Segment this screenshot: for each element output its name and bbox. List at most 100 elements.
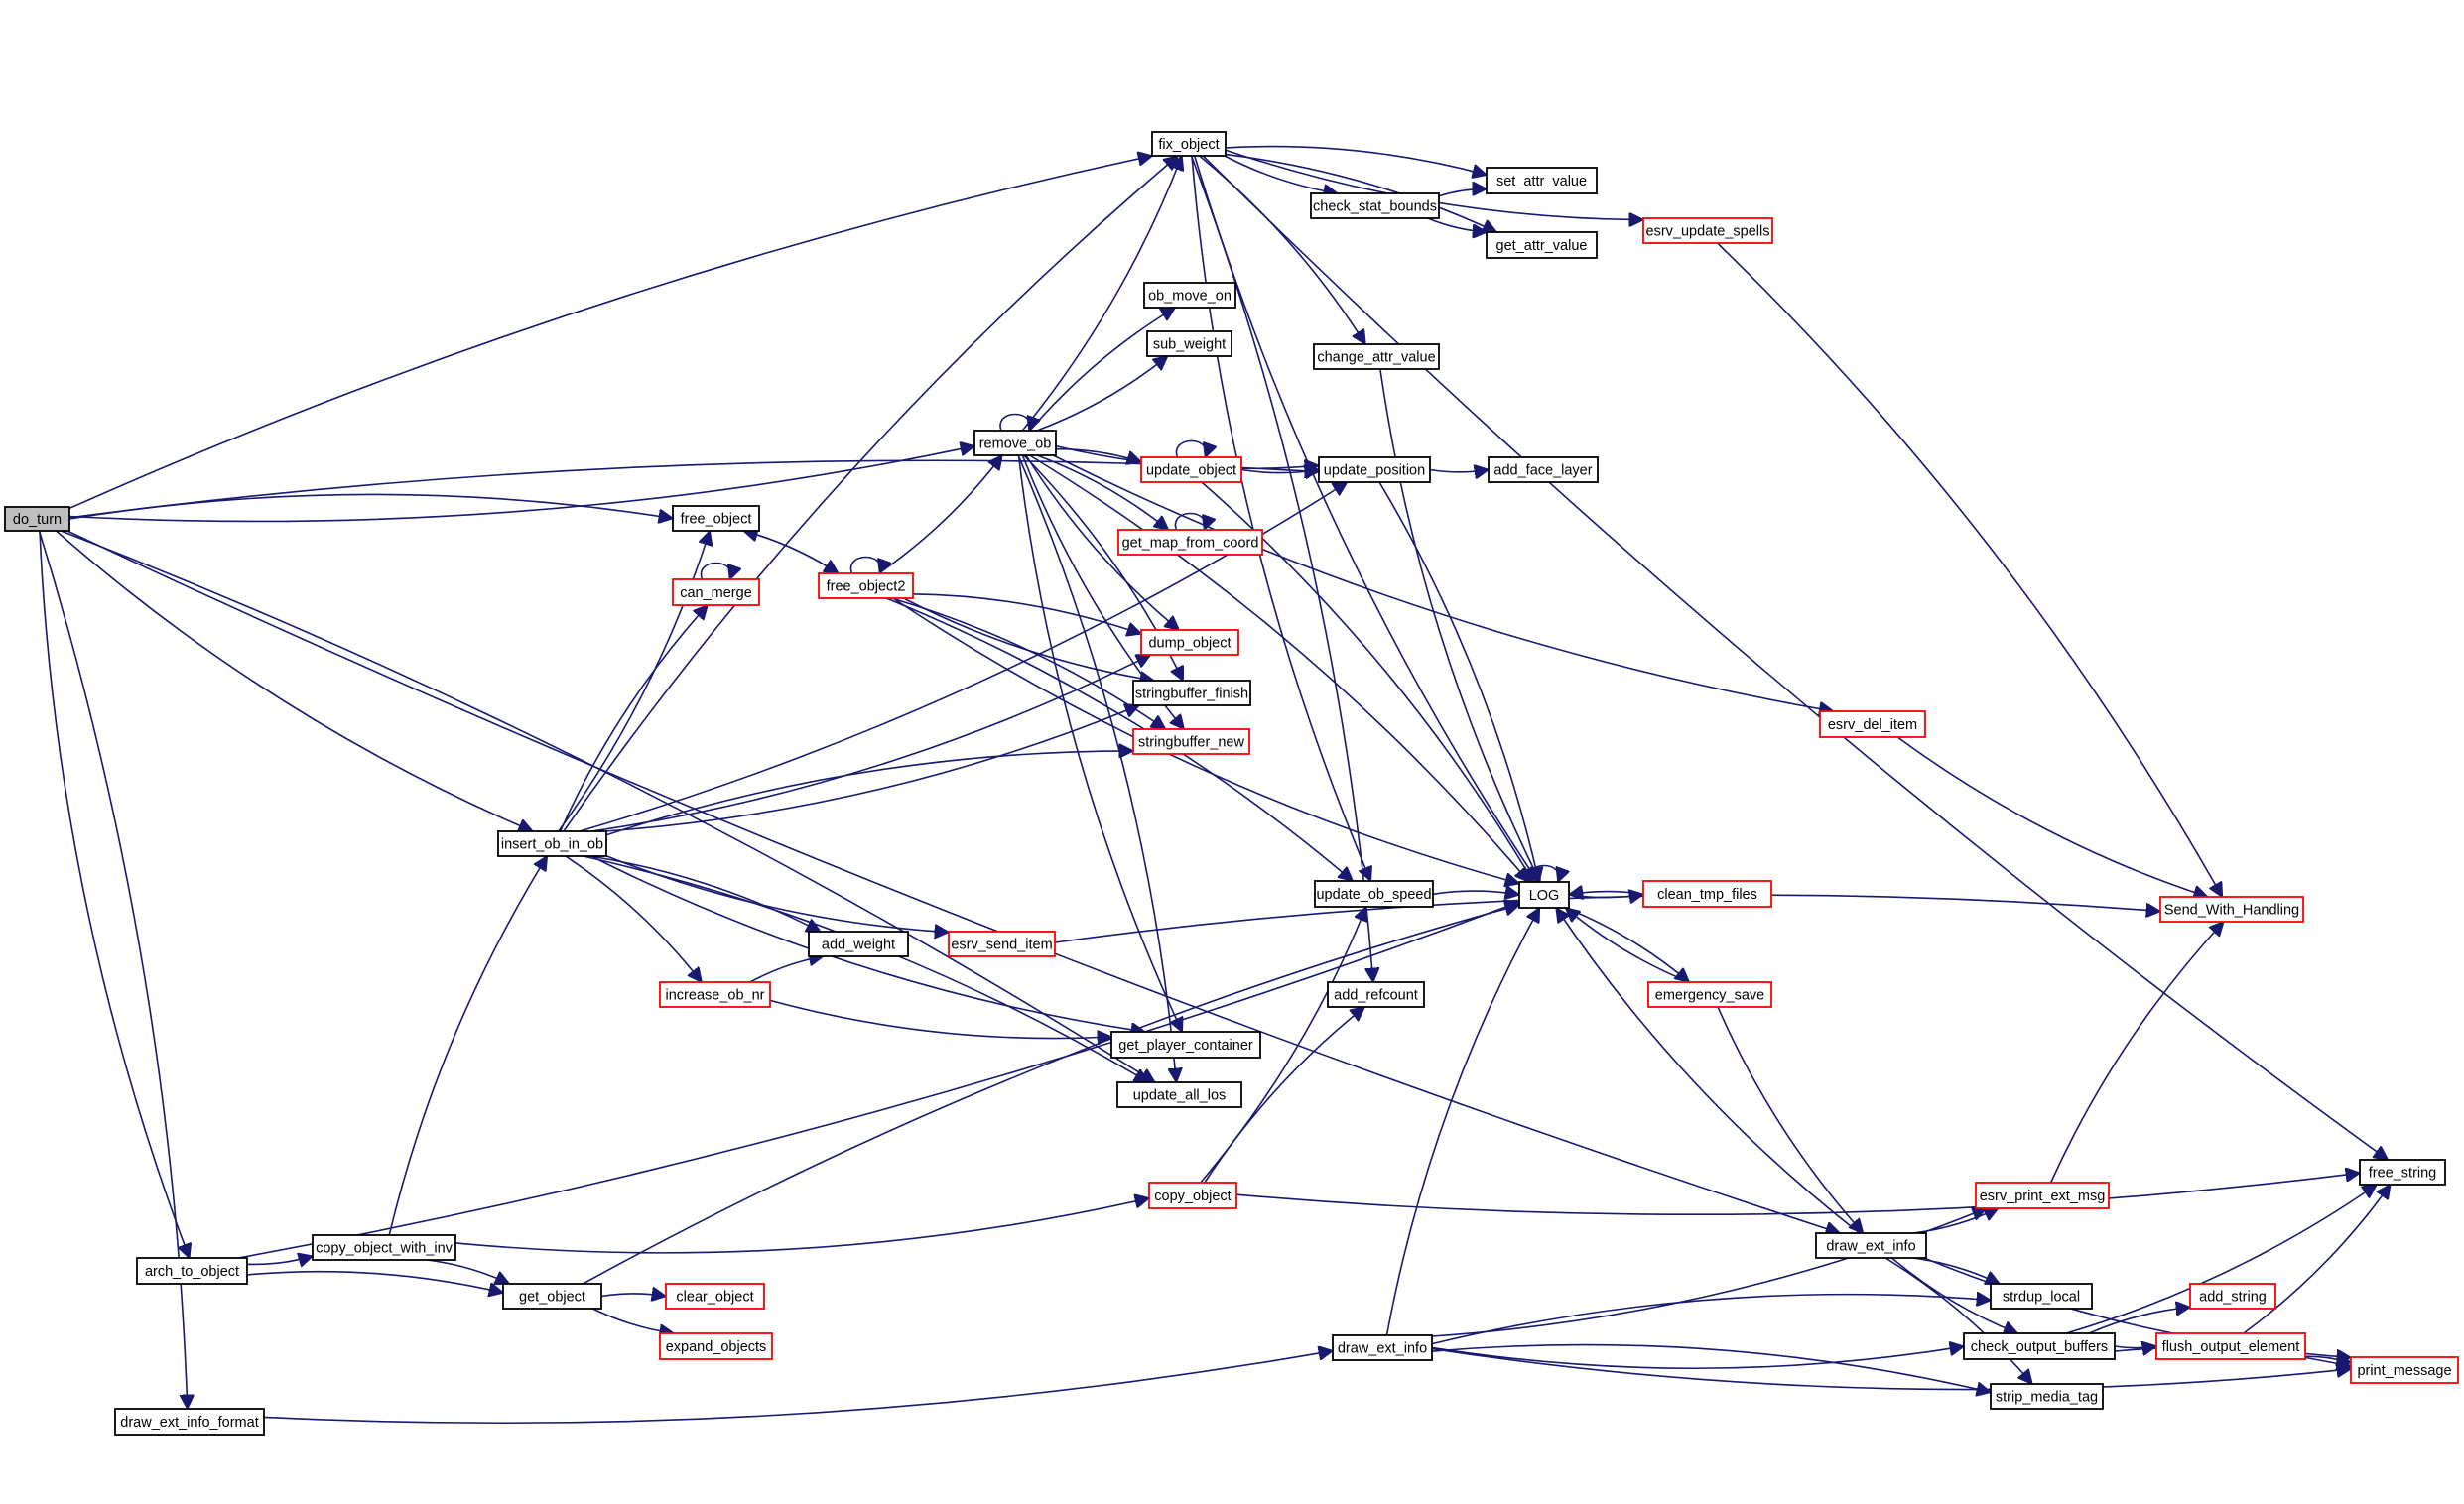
- node-box[interactable]: [948, 931, 1056, 957]
- node-get-map-from-coord[interactable]: get_map_from_coord: [1117, 529, 1263, 556]
- node-box[interactable]: [1140, 629, 1239, 656]
- node-remove-ob[interactable]: remove_ob: [973, 430, 1057, 456]
- node-change-attr-value[interactable]: change_attr_value: [1313, 343, 1440, 370]
- node-box[interactable]: [2155, 1332, 2306, 1360]
- node-copy-object-with-inv[interactable]: copy_object_with_inv: [312, 1234, 456, 1261]
- node-dump-object[interactable]: dump_object: [1140, 629, 1239, 656]
- node-print-message[interactable]: print_message: [2350, 1356, 2459, 1384]
- node-esrv-del-item[interactable]: esrv_del_item: [1819, 710, 1926, 738]
- node-box[interactable]: [4, 506, 70, 532]
- node-box[interactable]: [2189, 1283, 2276, 1310]
- node-box[interactable]: [1488, 456, 1599, 483]
- node-can-merge[interactable]: can_merge: [672, 578, 760, 606]
- node-box[interactable]: [1314, 880, 1434, 908]
- node-clear-object[interactable]: clear_object: [665, 1283, 765, 1310]
- node-box[interactable]: [1990, 1383, 2104, 1410]
- node-box[interactable]: [973, 430, 1057, 456]
- node-box[interactable]: [1132, 680, 1251, 706]
- node-box[interactable]: [1486, 167, 1598, 194]
- node-free-string[interactable]: free_string: [2359, 1159, 2446, 1186]
- node-add-weight[interactable]: add_weight: [808, 931, 909, 957]
- node-get-player-container[interactable]: get_player_container: [1110, 1031, 1261, 1059]
- node-box[interactable]: [659, 981, 771, 1008]
- node-check-output-buffers[interactable]: check_output_buffers: [1963, 1332, 2116, 1360]
- node-box[interactable]: [1332, 1334, 1433, 1361]
- node-box[interactable]: [2159, 896, 2304, 923]
- node-box[interactable]: [1642, 217, 1773, 244]
- node-copy-object[interactable]: copy_object: [1148, 1182, 1237, 1209]
- node-free-object[interactable]: free_object: [672, 505, 760, 532]
- node-box[interactable]: [818, 572, 914, 599]
- node-box[interactable]: [659, 1332, 773, 1360]
- node-esrv-update-spells[interactable]: esrv_update_spells: [1642, 217, 1773, 244]
- node-box[interactable]: [1327, 981, 1425, 1008]
- node-clean-tmp-files[interactable]: clean_tmp_files: [1642, 880, 1772, 908]
- node-log[interactable]: LOG: [1518, 881, 1570, 909]
- node-box[interactable]: [1313, 343, 1440, 370]
- node-fix-object[interactable]: fix_object: [1151, 131, 1227, 157]
- node-box[interactable]: [1310, 192, 1440, 219]
- node-box[interactable]: [1143, 282, 1236, 309]
- node-box[interactable]: [2350, 1356, 2459, 1384]
- node-box[interactable]: [808, 931, 909, 957]
- node-send-with-handling[interactable]: Send_With_Handling: [2159, 896, 2304, 923]
- node-update-object[interactable]: update_object: [1140, 456, 1242, 483]
- node-box[interactable]: [1647, 981, 1772, 1008]
- node-draw-ext-info-format[interactable]: draw_ext_info_format: [114, 1408, 265, 1436]
- node-box[interactable]: [1148, 1182, 1237, 1209]
- node-box[interactable]: [497, 830, 607, 857]
- node-insert-ob-in-ob[interactable]: insert_ob_in_ob: [497, 830, 607, 857]
- node-box[interactable]: [2359, 1159, 2446, 1186]
- node-box[interactable]: [1486, 231, 1598, 259]
- node-box[interactable]: [1140, 456, 1242, 483]
- node-update-position[interactable]: update_position: [1318, 456, 1431, 483]
- node-box[interactable]: [1990, 1283, 2093, 1310]
- node-draw-ext-info-a[interactable]: draw_ext_info: [1815, 1232, 1927, 1259]
- node-strdup-local[interactable]: strdup_local: [1990, 1283, 2093, 1310]
- node-box[interactable]: [672, 578, 760, 606]
- node-sub-weight[interactable]: sub_weight: [1146, 330, 1232, 357]
- node-esrv-print-ext-msg[interactable]: esrv_print_ext_msg: [1975, 1182, 2110, 1209]
- node-box[interactable]: [136, 1257, 248, 1285]
- node-expand-objects[interactable]: expand_objects: [659, 1332, 773, 1360]
- node-free-object2[interactable]: free_object2: [818, 572, 914, 599]
- node-update-ob-speed[interactable]: update_ob_speed: [1314, 880, 1434, 908]
- node-stringbuffer-finish[interactable]: stringbuffer_finish: [1132, 680, 1251, 706]
- node-draw-ext-info-b[interactable]: draw_ext_info: [1332, 1334, 1433, 1361]
- node-flush-output-element[interactable]: flush_output_element: [2155, 1332, 2306, 1360]
- node-increase-ob-nr[interactable]: increase_ob_nr: [659, 981, 771, 1008]
- node-stringbuffer-new[interactable]: stringbuffer_new: [1132, 728, 1250, 755]
- node-emergency-save[interactable]: emergency_save: [1647, 981, 1772, 1008]
- node-add-face-layer[interactable]: add_face_layer: [1488, 456, 1599, 483]
- node-box[interactable]: [1642, 880, 1772, 908]
- node-box[interactable]: [1117, 529, 1263, 556]
- node-box[interactable]: [672, 505, 760, 532]
- node-box[interactable]: [1518, 881, 1570, 909]
- node-box[interactable]: [1815, 1232, 1927, 1259]
- node-check-stat-bounds[interactable]: check_stat_bounds: [1310, 192, 1440, 219]
- node-strip-media-tag[interactable]: strip_media_tag: [1990, 1383, 2104, 1410]
- node-get-attr-value[interactable]: get_attr_value: [1486, 231, 1598, 259]
- node-box[interactable]: [1318, 456, 1431, 483]
- node-set-attr-value[interactable]: set_attr_value: [1486, 167, 1598, 194]
- node-box[interactable]: [1116, 1081, 1242, 1108]
- node-update-all-los[interactable]: update_all_los: [1116, 1081, 1242, 1108]
- node-do-turn[interactable]: do_turn: [4, 506, 70, 532]
- node-box[interactable]: [1146, 330, 1232, 357]
- node-box[interactable]: [502, 1283, 602, 1310]
- node-box[interactable]: [114, 1408, 265, 1436]
- node-box[interactable]: [1132, 728, 1250, 755]
- node-arch-to-object[interactable]: arch_to_object: [136, 1257, 248, 1285]
- node-box[interactable]: [1110, 1031, 1261, 1059]
- node-box[interactable]: [1963, 1332, 2116, 1360]
- node-esrv-send-item[interactable]: esrv_send_item: [948, 931, 1056, 957]
- node-box[interactable]: [1151, 131, 1227, 157]
- node-add-string[interactable]: add_string: [2189, 1283, 2276, 1310]
- node-add-refcount[interactable]: add_refcount: [1327, 981, 1425, 1008]
- node-box[interactable]: [665, 1283, 765, 1310]
- node-ob-move-on[interactable]: ob_move_on: [1143, 282, 1236, 309]
- node-get-object[interactable]: get_object: [502, 1283, 602, 1310]
- node-box[interactable]: [312, 1234, 456, 1261]
- node-box[interactable]: [1975, 1182, 2110, 1209]
- node-box[interactable]: [1819, 710, 1926, 738]
